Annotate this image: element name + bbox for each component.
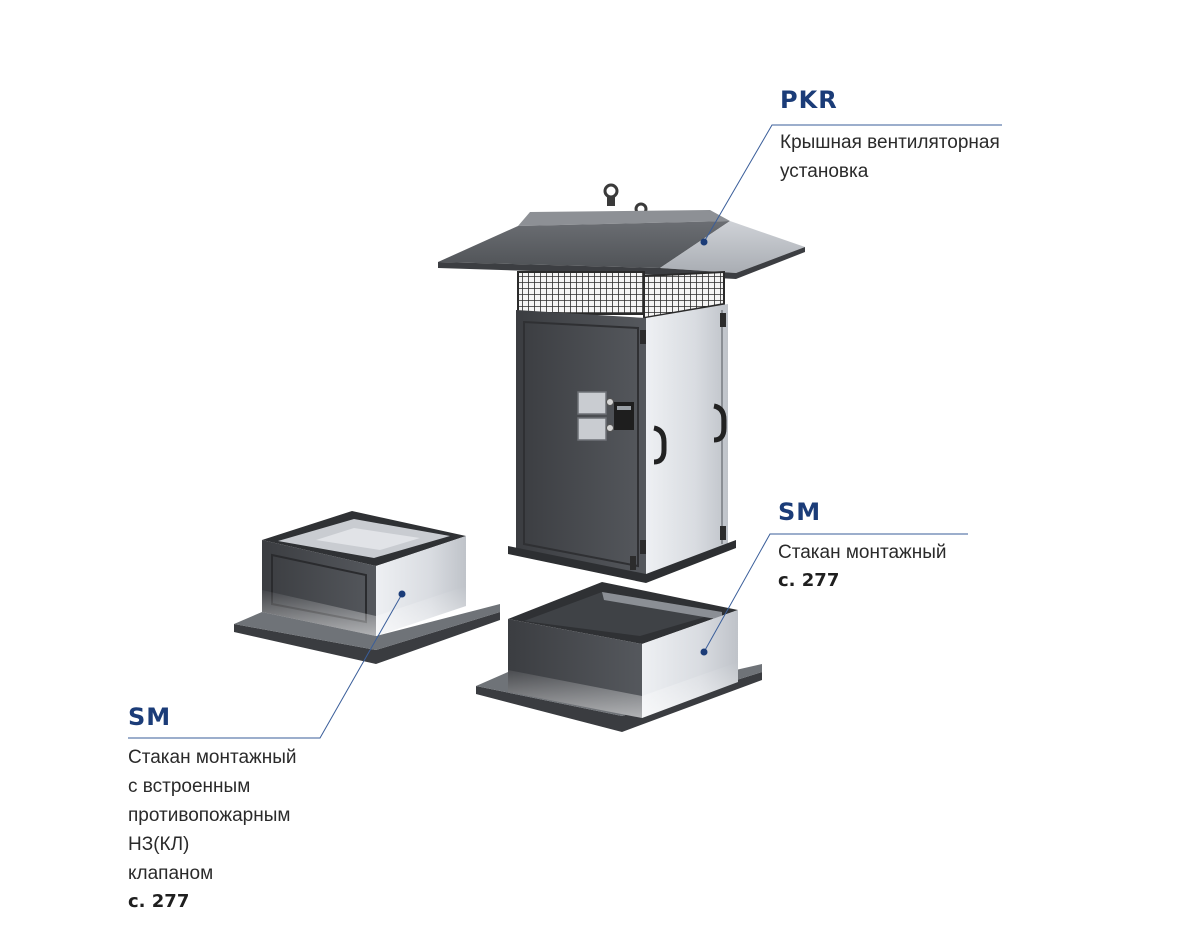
callout-description-line: установка (780, 161, 869, 182)
leader-line-sm-left (128, 593, 403, 739)
leader-line-pkr (703, 124, 1002, 243)
latch-icon (630, 313, 726, 570)
callout-description-line: Стакан монтажный (128, 747, 297, 768)
callout-page-ref: с. 277 (128, 891, 190, 912)
callout-description-line: Крышная вентиляторная (780, 132, 1000, 153)
callout-pkr: PKR Крышная вентиляторная установка (780, 86, 1000, 186)
intake-grille (517, 271, 645, 315)
callout-dot-icon (398, 238, 708, 656)
callout-code: SM (128, 703, 172, 731)
callout-description-line: Стакан монтажный (778, 542, 947, 563)
callout-code: SM (778, 498, 822, 526)
callout-code: PKR (780, 86, 838, 114)
box-inner (524, 592, 722, 636)
door-handle-icon (713, 403, 727, 443)
flange (476, 672, 762, 732)
callout-sm-left: SM Стакан монтажный с встроенным противо… (128, 703, 297, 916)
sm-mounting-base-right (476, 582, 762, 732)
callout-description-line: с встроенным (128, 776, 251, 797)
callout-page-ref: с. 277 (778, 570, 840, 591)
roof-top (518, 210, 730, 226)
sm-mounting-base-left (234, 511, 500, 664)
leader-lines (128, 124, 1002, 739)
door-handle-icon (653, 425, 667, 465)
pkr-roof-fan-unit (438, 183, 805, 583)
callout-description: Крышная вентиляторная установка (780, 128, 1000, 186)
body-side-panel (646, 304, 728, 578)
body-front-inner (523, 320, 639, 568)
callout-description-line: НЗ(КЛ) (128, 834, 190, 855)
roof-right-slope (660, 221, 805, 273)
body-base-frame (508, 540, 736, 583)
body-front-panel (516, 310, 646, 578)
electrical-box-icon (577, 391, 634, 441)
callout-description: Стакан монтажный с встроенным противопож… (128, 743, 297, 888)
flange (234, 612, 500, 664)
leader-line-sm-right (703, 533, 968, 653)
intake-grille-side (643, 270, 725, 320)
callout-sm-right: SM Стакан монтажный с. 277 (778, 498, 947, 595)
roof-left-slope (438, 221, 730, 268)
callout-description-line: клапаном (128, 863, 214, 884)
callout-description-line: противопожарным (128, 805, 291, 826)
callout-description: Стакан монтажный (778, 538, 947, 567)
